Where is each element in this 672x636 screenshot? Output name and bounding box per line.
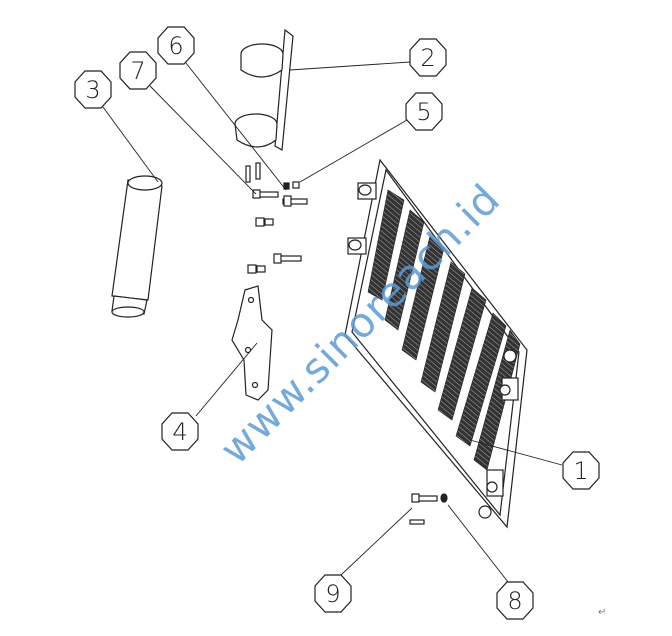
callout-3: 3 [74, 70, 112, 109]
callout-2: 2 [409, 38, 447, 77]
svg-text:1: 1 [573, 457, 588, 485]
svg-text:4: 4 [172, 418, 187, 446]
callout-4: 4 [161, 412, 199, 451]
mounting-plate-part [231, 285, 273, 401]
svg-text:7: 7 [130, 57, 145, 85]
callout-1: 1 [562, 451, 600, 490]
callout-5: 5 [405, 92, 443, 131]
svg-text:3: 3 [85, 76, 100, 104]
svg-text:9: 9 [325, 580, 340, 608]
pole-clamp-bracket-part [234, 28, 294, 151]
return-mark: ↵ [598, 607, 607, 618]
svg-text:5: 5 [416, 98, 431, 126]
svg-text:8: 8 [507, 587, 522, 615]
leader-lines [102, 61, 563, 583]
callout-9: 9 [314, 574, 352, 613]
callout-7: 7 [119, 51, 157, 90]
callout-8: 8 [496, 581, 534, 620]
callout-6: 6 [157, 26, 195, 65]
cylinder-part [111, 175, 163, 318]
svg-text:6: 6 [168, 32, 183, 60]
fasteners [245, 162, 448, 525]
panel-part [344, 158, 528, 529]
svg-text:2: 2 [420, 44, 435, 72]
